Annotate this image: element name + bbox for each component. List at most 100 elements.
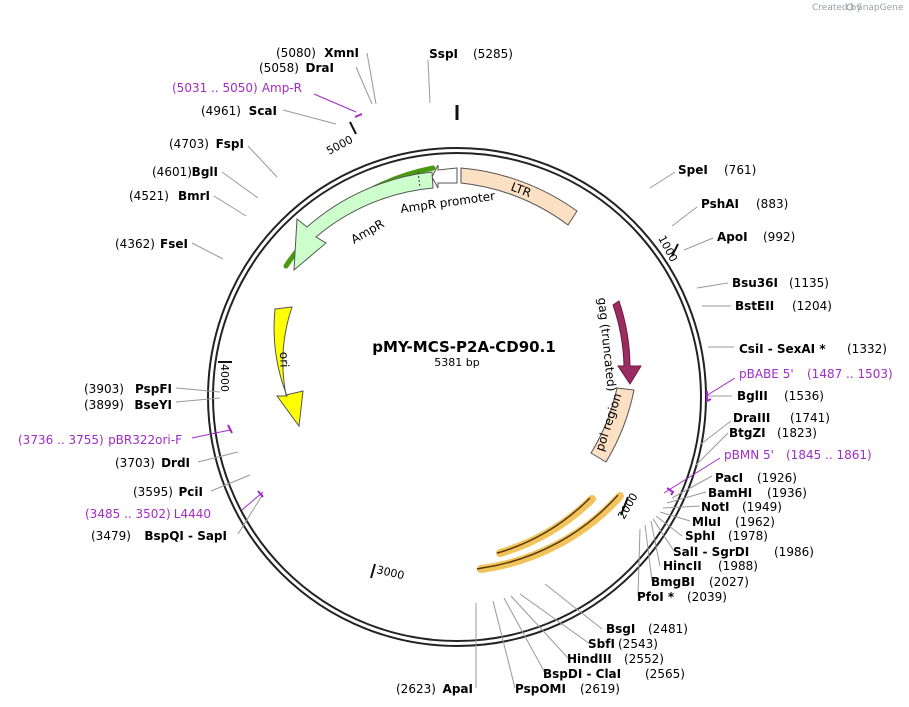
site-name: PacI bbox=[715, 471, 743, 485]
tick-label-3000: 3000 bbox=[375, 563, 405, 582]
site-pos: (3479) bbox=[91, 529, 131, 543]
site-name: BspDI - ClaI bbox=[543, 667, 621, 681]
primer-range: (1845 .. 1861) bbox=[786, 448, 872, 462]
site-name: ApaI bbox=[443, 682, 473, 696]
ampr-label: AmpR bbox=[349, 217, 387, 247]
site-name: BmrI bbox=[178, 189, 210, 203]
ori-feature[interactable] bbox=[273, 306, 304, 428]
ltr-feature[interactable] bbox=[460, 167, 578, 226]
mcs-arrow-2[interactable] bbox=[476, 494, 619, 570]
site-name: HindIII bbox=[567, 652, 612, 666]
site-name: ApoI bbox=[717, 230, 748, 244]
site-name: BseYI bbox=[134, 398, 172, 412]
site-pos: (4703) bbox=[169, 137, 209, 151]
site-pos: (3595) bbox=[133, 485, 173, 499]
site-pos: (2039) bbox=[687, 590, 727, 604]
site-name: PciI bbox=[179, 485, 204, 499]
site-pos: (2552) bbox=[624, 652, 664, 666]
mcs-highlight-1 bbox=[496, 495, 596, 557]
plasmid-name: pMY-MCS-P2A-CD90.1 bbox=[372, 338, 556, 356]
site-name: SpeI bbox=[678, 163, 708, 177]
site-name: MluI bbox=[692, 515, 721, 529]
primer-labels: pBABE 5' (1487 .. 1503) pBMN 5' (1845 ..… bbox=[18, 81, 893, 521]
sites-left: BspQI - SapI (3479) PciI (3595) DrdI (37… bbox=[84, 46, 359, 543]
site-name: BspQI - SapI bbox=[144, 529, 227, 543]
site-name: PfoI * bbox=[637, 590, 675, 604]
site-pos: (1988) bbox=[718, 559, 758, 573]
tick-label-5000: 5000 bbox=[324, 133, 355, 158]
ampr-feature[interactable] bbox=[293, 171, 434, 272]
site-pos: (1332) bbox=[847, 342, 887, 356]
mcs-arrow-1[interactable] bbox=[496, 497, 591, 554]
site-name: DraI bbox=[306, 61, 334, 75]
site-pos: (883) bbox=[756, 197, 788, 211]
site-name: FseI bbox=[160, 237, 188, 251]
pol-region-feature[interactable] bbox=[590, 387, 635, 463]
primer-connectors bbox=[191, 93, 736, 511]
site-pos: (4601) bbox=[152, 165, 192, 179]
site-name: PshAI bbox=[701, 197, 739, 211]
site-name: HincII bbox=[663, 559, 702, 573]
gag-feature[interactable] bbox=[612, 300, 642, 385]
site-name: BstEII bbox=[735, 299, 774, 313]
site-name: PspFI bbox=[135, 382, 172, 396]
site-pos: (3703) bbox=[115, 456, 155, 470]
site-name: BglII bbox=[737, 389, 768, 403]
snapgene-brand-text: SnapGene bbox=[857, 3, 904, 13]
sites-bottom: BsgI (2481) SbfI (2543) HindIII (2552) B… bbox=[396, 622, 688, 696]
site-pos: (4362) bbox=[115, 237, 155, 251]
primer-name: pBABE 5' bbox=[739, 367, 794, 381]
site-pos: (2565) bbox=[645, 667, 685, 681]
primer-name: L4440 bbox=[174, 507, 211, 521]
site-pos: (2481) bbox=[648, 622, 688, 636]
site-name: BmgBI bbox=[651, 575, 695, 589]
site-connectors bbox=[175, 52, 734, 689]
site-pos: (3899) bbox=[84, 398, 124, 412]
site-pos: (1823) bbox=[777, 426, 817, 440]
backbone-inner-ring bbox=[212, 152, 702, 642]
site-pos: (5080) bbox=[276, 46, 316, 60]
mcs-highlight-2 bbox=[477, 492, 624, 573]
primer-marks bbox=[227, 113, 712, 498]
site-pos: (1926) bbox=[757, 471, 797, 485]
primer-name: Amp-R bbox=[262, 81, 302, 95]
site-name: BtgZI bbox=[729, 426, 766, 440]
site-name: ScaI bbox=[249, 104, 277, 118]
site-pos: (2027) bbox=[709, 575, 749, 589]
site-name: FspI bbox=[216, 137, 244, 151]
site-pos: (2619) bbox=[580, 682, 620, 696]
sites-right: SspI (5285) SpeI (761) PshAI (883) ApoI … bbox=[429, 47, 887, 604]
ori-label: ori bbox=[277, 352, 292, 368]
plasmid-length: 5381 bp bbox=[434, 356, 479, 369]
site-pos: (2623) bbox=[396, 682, 436, 696]
site-pos: (1135) bbox=[789, 276, 829, 290]
site-name: SalI - SgrDI bbox=[673, 545, 749, 559]
site-name: Bsu36I bbox=[732, 276, 778, 290]
primer-range: (1487 .. 1503) bbox=[807, 367, 893, 381]
site-pos: (1962) bbox=[735, 515, 775, 529]
ampr-promoter-feature[interactable] bbox=[431, 164, 458, 189]
snapgene-logo-icon bbox=[846, 3, 854, 11]
primer-name: pBR322ori-F bbox=[108, 433, 182, 447]
site-name: SspI bbox=[429, 47, 458, 61]
primer-range: (3736 .. 3755) bbox=[18, 433, 104, 447]
site-name: BsgI bbox=[606, 622, 635, 636]
site-pos: (5285) bbox=[473, 47, 513, 61]
site-pos: (4961) bbox=[201, 104, 241, 118]
ampr-junction-mark bbox=[417, 171, 421, 188]
site-pos: (1536) bbox=[784, 389, 824, 403]
site-name: BglI bbox=[192, 165, 218, 179]
site-name: SphI bbox=[685, 529, 715, 543]
site-name: DraIII bbox=[733, 411, 770, 425]
site-name: BamHI bbox=[708, 486, 752, 500]
site-pos: (761) bbox=[724, 163, 756, 177]
site-pos: (1978) bbox=[728, 529, 768, 543]
site-pos: (1936) bbox=[767, 486, 807, 500]
site-pos: (3903) bbox=[84, 382, 124, 396]
site-pos: (992) bbox=[763, 230, 795, 244]
site-pos: (1741) bbox=[790, 411, 830, 425]
ltr-label: LTR bbox=[509, 180, 533, 200]
site-pos: (2543) bbox=[618, 637, 658, 651]
site-name: CsiI - SexAI * bbox=[739, 342, 826, 356]
